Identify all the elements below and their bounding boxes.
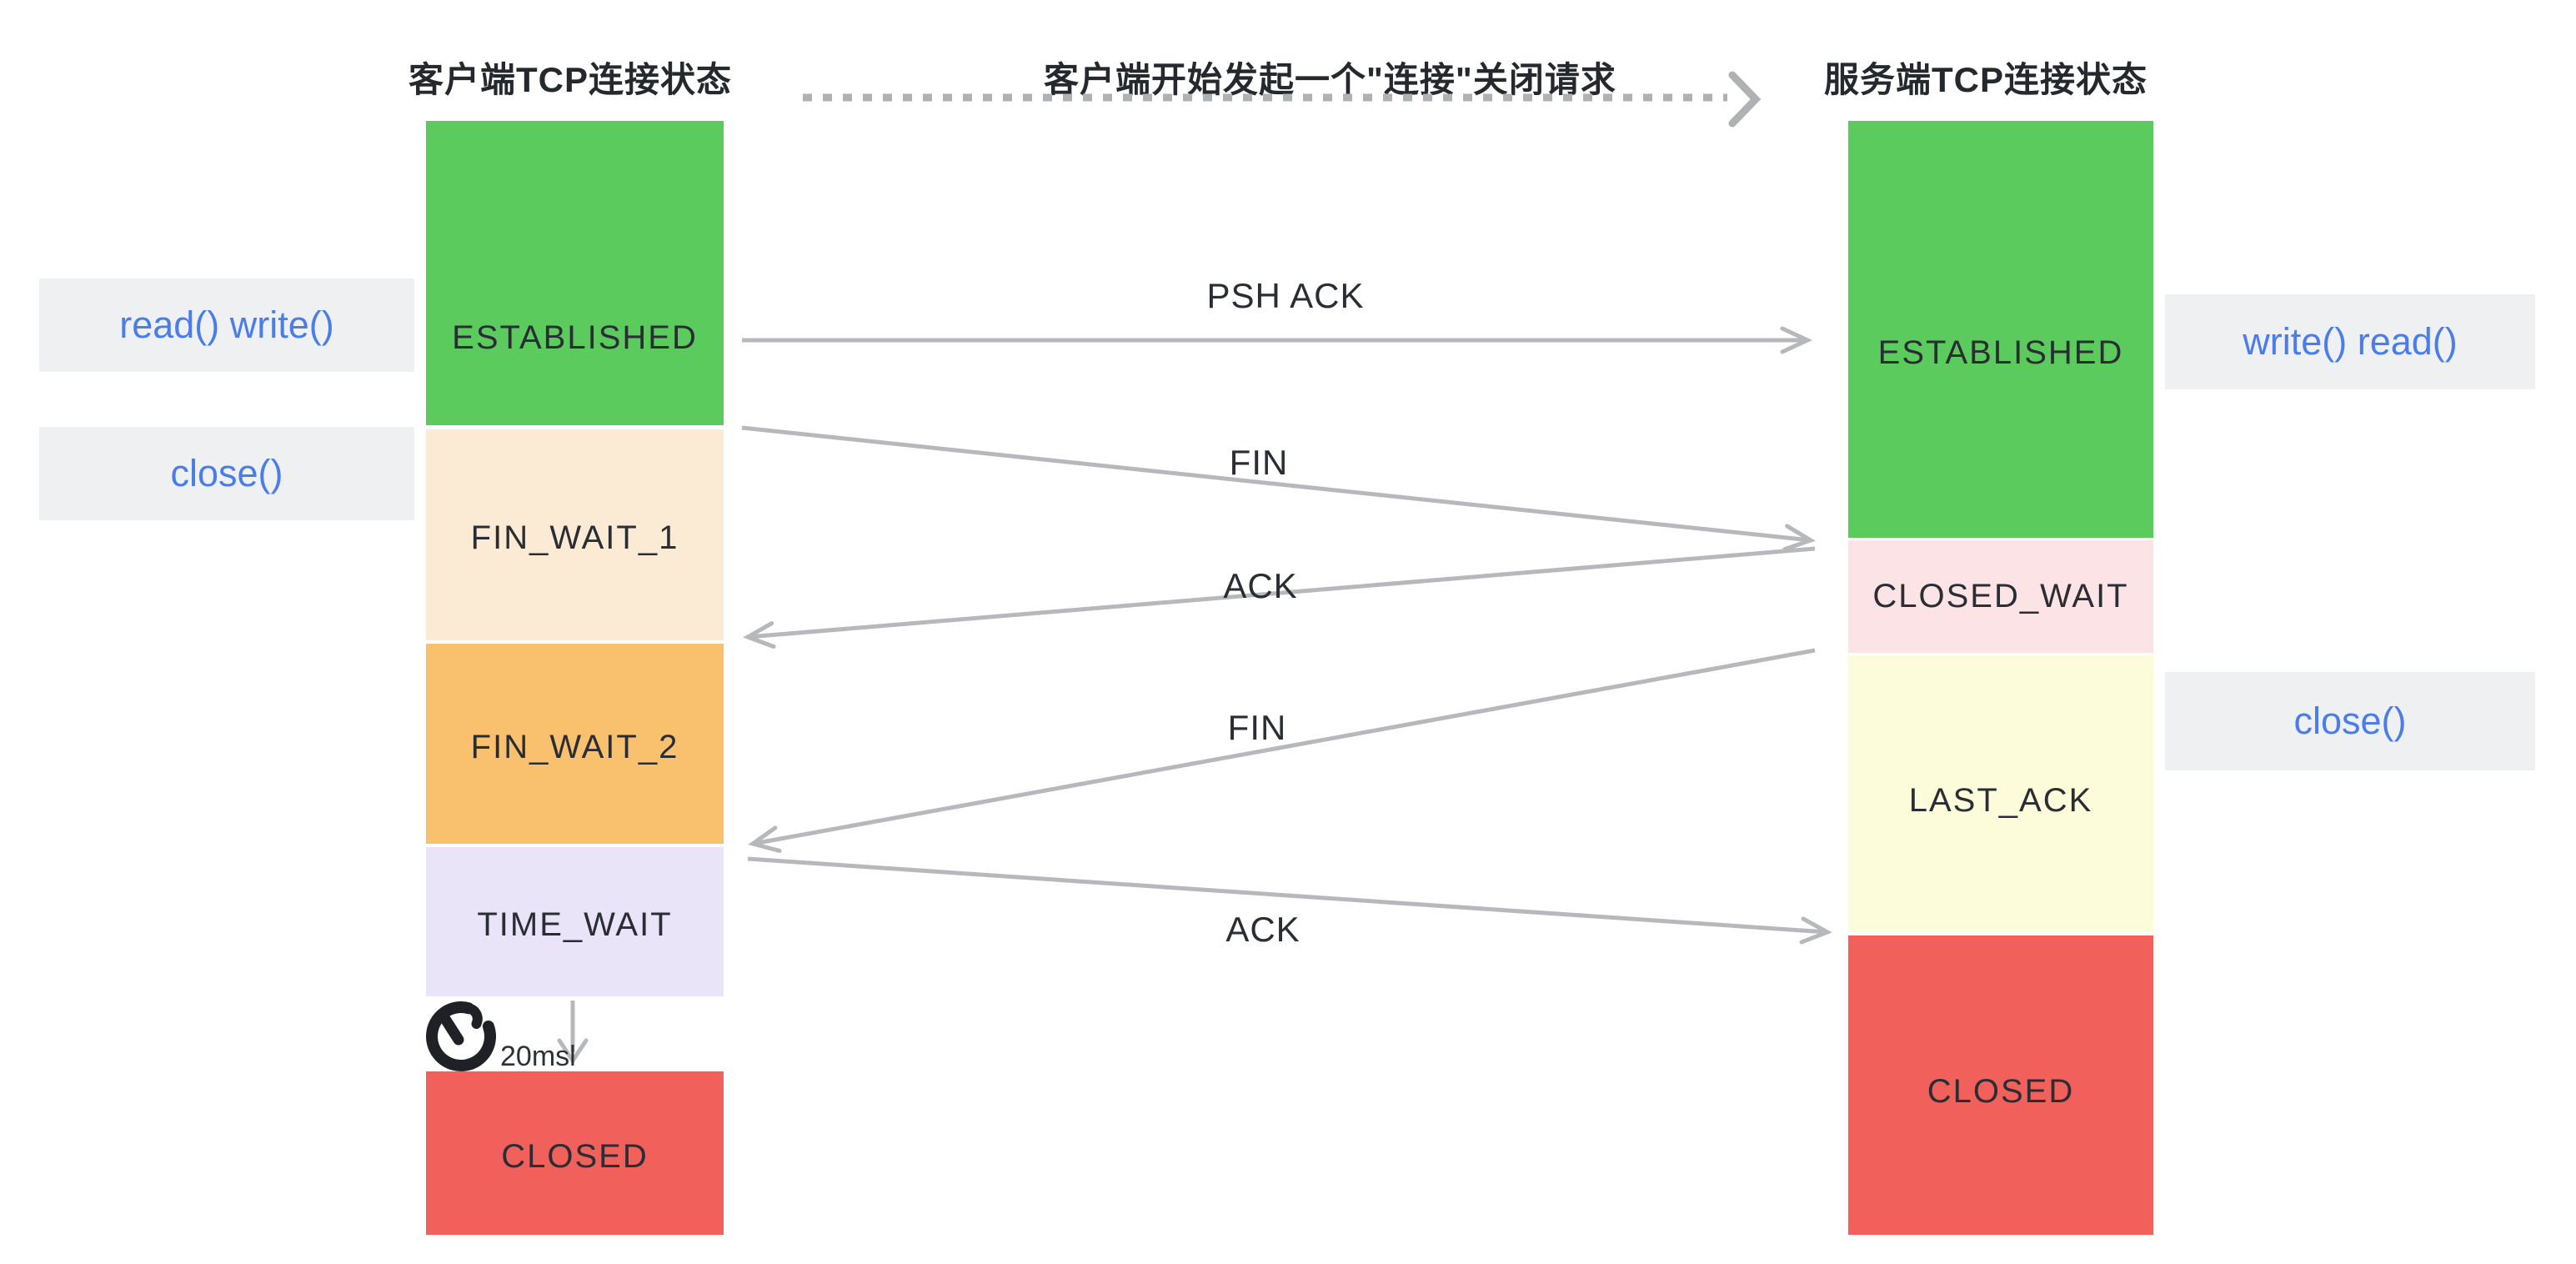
message-ack-2: ACK <box>1225 910 1301 949</box>
server-call-write-read: write() read() <box>2165 294 2535 389</box>
state-label: FIN_WAIT_2 <box>470 728 679 765</box>
client-state-time-wait: TIME_WAIT <box>426 847 724 996</box>
state-label: LAST_ACK <box>1908 781 2093 819</box>
message-fin-1: FIN <box>1229 443 1289 482</box>
client-call-close: close() <box>39 427 414 520</box>
client-state-closed: CLOSED <box>426 1071 724 1235</box>
message-psh-ack: PSH ACK <box>1206 276 1365 315</box>
timer-duration-label: 20msl <box>500 1041 576 1072</box>
state-label: CLOSED <box>1927 1073 2075 1110</box>
server-call-close: close() <box>2165 672 2535 770</box>
server-state-closed-wait: CLOSED_WAIT <box>1848 540 2153 653</box>
call-label: read() write() <box>119 303 334 346</box>
state-label: TIME_WAIT <box>477 906 673 943</box>
server-column-title: 服务端TCP连接状态 <box>1824 60 2148 99</box>
client-call-read-write: read() write() <box>39 278 414 372</box>
state-label: CLOSED <box>501 1137 649 1175</box>
client-state-established: ESTABLISHED <box>426 121 724 425</box>
stopwatch-icon <box>426 1001 496 1071</box>
call-label: write() read() <box>2243 320 2458 363</box>
client-state-fin-wait-2: FIN_WAIT_2 <box>426 644 724 844</box>
close-request-title: 客户端开始发起一个"连接"关闭请求 <box>1044 60 1616 99</box>
message-ack-1: ACK <box>1223 566 1298 605</box>
server-state-established: ESTABLISHED <box>1848 121 2153 538</box>
state-label: ESTABLISHED <box>452 319 698 356</box>
state-label: FIN_WAIT_1 <box>470 519 679 556</box>
client-column-title: 客户端TCP连接状态 <box>408 60 733 99</box>
server-state-closed: CLOSED <box>1848 935 2153 1235</box>
call-label: close() <box>2293 700 2407 742</box>
state-label: CLOSED_WAIT <box>1872 578 2129 614</box>
state-label: ESTABLISHED <box>1877 334 2124 371</box>
message-fin-2: FIN <box>1227 708 1287 747</box>
call-label: close() <box>170 452 283 494</box>
client-state-fin-wait-1: FIN_WAIT_1 <box>426 429 724 640</box>
server-state-last-ack: LAST_ACK <box>1848 655 2153 932</box>
